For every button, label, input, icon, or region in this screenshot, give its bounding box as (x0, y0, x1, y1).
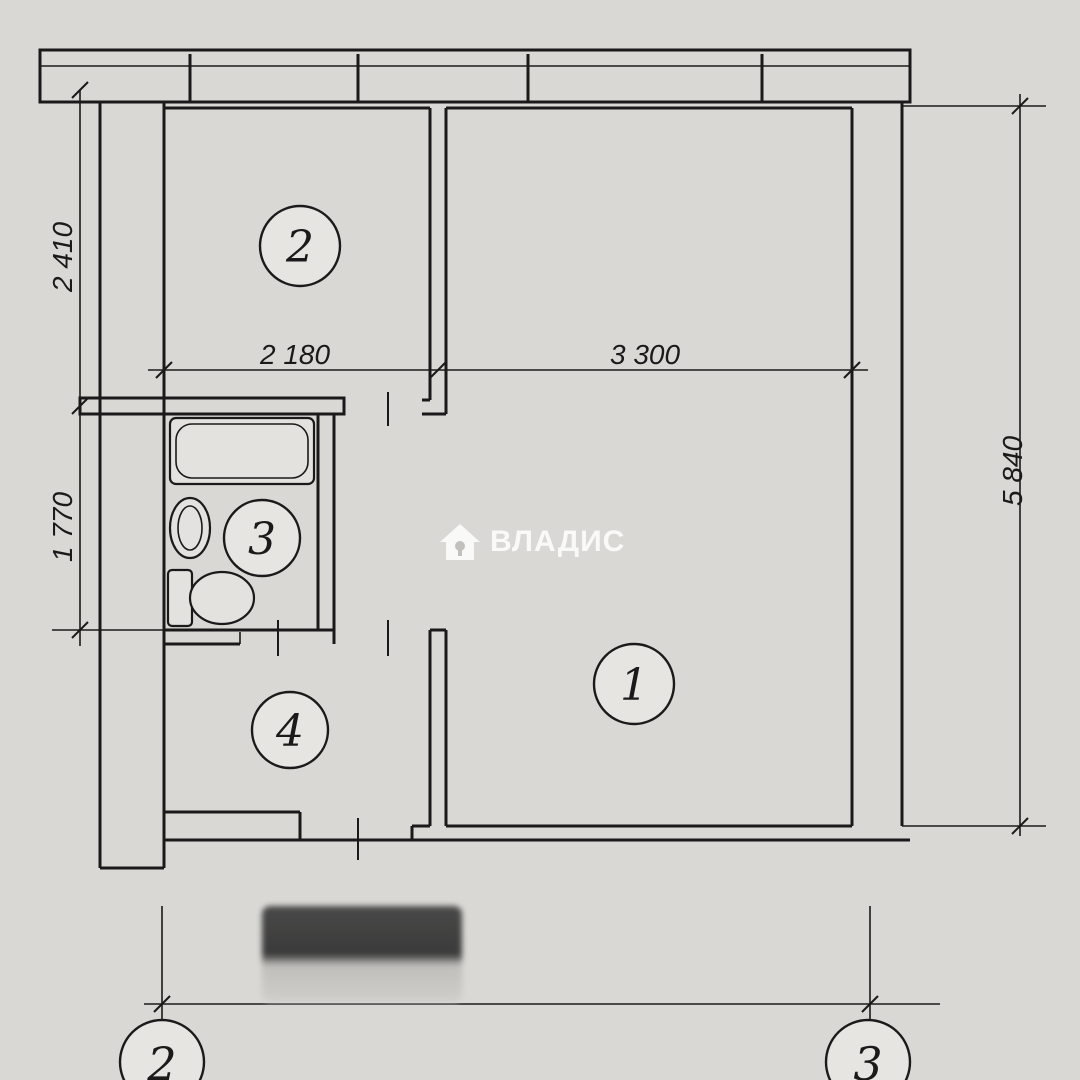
room-label-1: 1 (620, 660, 648, 711)
room-label-2: 2 (285, 222, 314, 273)
dim-room2-width: 2 180 (259, 339, 330, 370)
opening-ticks (239, 392, 389, 860)
watermark-brand: ВЛАДИС (490, 525, 626, 558)
bathtub (168, 416, 316, 486)
watermark: ВЛАДИС (438, 520, 625, 564)
outer-walls (98, 102, 910, 870)
axis-marker-left: 2 (118, 1018, 206, 1080)
axis-label-right: 3 (853, 1037, 882, 1080)
toilet-icon (166, 568, 256, 628)
room-marker-4: 4 (250, 690, 330, 770)
axis-marker-right: 3 (824, 1018, 912, 1080)
dimension-lines (52, 81, 1046, 1030)
facade-strip (38, 48, 912, 104)
room-marker-3: 3 (222, 498, 302, 578)
sink-icon (168, 496, 212, 560)
room-marker-2: 2 (258, 204, 342, 288)
house-icon (440, 524, 480, 560)
room-label-3: 3 (248, 514, 276, 565)
dim-total-depth: 5 840 (997, 436, 1028, 506)
interior-walls (78, 108, 448, 840)
dim-room1-width: 3 300 (610, 339, 680, 370)
dim-room2-depth: 2 410 (47, 222, 78, 293)
dim-bath-depth: 1 770 (47, 492, 78, 562)
redaction-smudge (262, 906, 462, 1002)
room-marker-1: 1 (592, 642, 676, 726)
room-label-4: 4 (275, 706, 304, 757)
axis-label-left: 2 (146, 1037, 176, 1080)
